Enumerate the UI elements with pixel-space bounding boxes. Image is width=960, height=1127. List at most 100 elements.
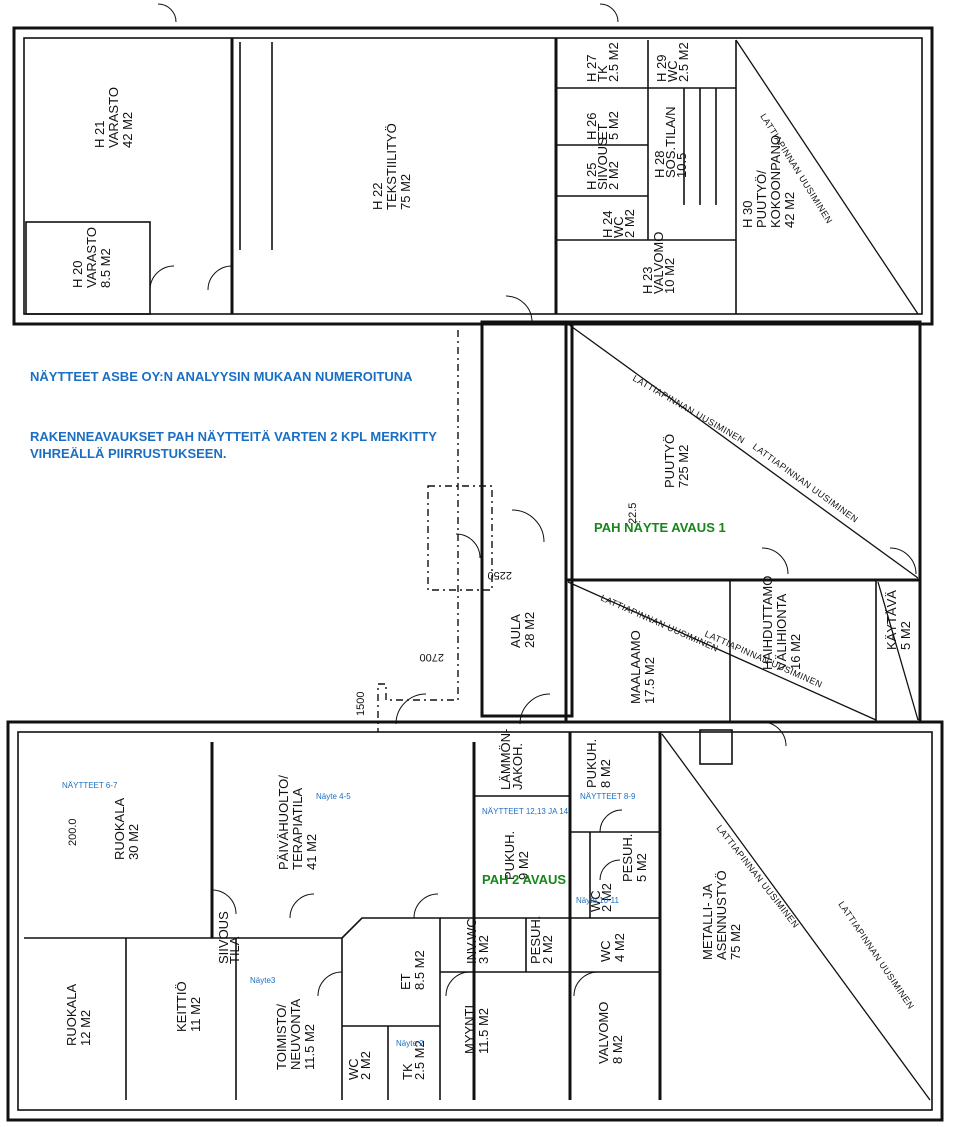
bottom-wing-inner — [17, 731, 933, 1111]
svg-text:75 M2: 75 M2 — [728, 924, 743, 960]
door-aula-mid — [511, 509, 545, 543]
room-wc2b: WC 2 M2 — [346, 1051, 373, 1080]
svg-text:10.5: 10.5 — [674, 153, 689, 178]
svg-text:INV.WC: INV.WC — [464, 918, 479, 964]
room-myynti: MYYNTI 11.5 M2 — [462, 1005, 491, 1054]
svg-text:WC: WC — [665, 60, 680, 82]
svg-text:4 M2: 4 M2 — [612, 933, 627, 962]
diag-label-puutyo: LATTIAPINNAN UUSIMINEN — [631, 373, 747, 446]
svg-text:VÄLIHIONTA: VÄLIHIONTA — [774, 593, 789, 670]
svg-text:RUOKALA: RUOKALA — [64, 984, 79, 1046]
room-aula: AULA 28 M2 — [508, 612, 537, 648]
svg-text:30 M2: 30 M2 — [126, 824, 141, 860]
svg-text:PUUTYÖ/: PUUTYÖ/ — [754, 170, 769, 228]
svg-text:8.5 M2: 8.5 M2 — [412, 950, 427, 990]
dim-2000: 200.0 — [67, 818, 79, 846]
svg-text:VALVOMO: VALVOMO — [651, 232, 666, 294]
svg-text:ET: ET — [398, 973, 413, 990]
dashed-window-box — [427, 485, 493, 591]
svg-text:2.5 M2: 2.5 M2 — [676, 42, 691, 82]
door-top-2 — [599, 3, 619, 23]
diag-h30 — [735, 39, 919, 315]
svg-text:2 M2: 2 M2 — [540, 935, 555, 964]
svg-text:2.5 M2: 2.5 M2 — [606, 42, 621, 82]
room-kaytava: KÄYTÄVÄ 5 M2 — [884, 590, 913, 650]
svg-text:PÄIVÄHUOLTO/: PÄIVÄHUOLTO/ — [276, 775, 291, 870]
svg-text:RUOKALA: RUOKALA — [112, 798, 127, 860]
svg-text:3 M2: 3 M2 — [476, 935, 491, 964]
room-siivous: SIIVOUS TILA — [216, 911, 242, 964]
aula-outline — [480, 320, 574, 718]
svg-text:5 M2: 5 M2 — [634, 853, 649, 882]
svg-text:75 M2: 75 M2 — [398, 174, 413, 210]
sample-6-7: NÄYTTEET 6-7 — [62, 781, 118, 790]
dim-25: 22.5 — [627, 503, 639, 524]
diag-metalli — [661, 733, 931, 1101]
svg-text:8 M2: 8 M2 — [610, 1035, 625, 1064]
svg-text:METALLI- JA: METALLI- JA — [700, 883, 715, 960]
svg-text:SIIVOUS: SIIVOUS — [595, 137, 610, 190]
svg-text:2 M2: 2 M2 — [599, 883, 614, 912]
svg-text:PUKUH.: PUKUH. — [502, 831, 517, 880]
room-h29: H 29 WC 2.5 M2 — [654, 42, 691, 82]
svg-text:TEKSTIILITYÖ: TEKSTIILITYÖ — [384, 123, 399, 210]
door-h21 — [207, 265, 233, 291]
svg-text:12 M2: 12 M2 — [78, 1010, 93, 1046]
room-pukuh9: PUKUH. 9 M2 — [502, 831, 531, 880]
svg-text:KEITTIÖ: KEITTIÖ — [174, 981, 189, 1032]
svg-text:H 30: H 30 — [740, 201, 755, 228]
svg-text:VARASTO: VARASTO — [106, 87, 121, 148]
svg-text:MYYNTI: MYYNTI — [462, 1005, 477, 1054]
door-puutyo-2 — [889, 547, 917, 575]
room-keittio: KEITTIÖ 11 M2 — [174, 981, 203, 1032]
room-h30: H 30 PUUTYÖ/ KOKOONPANO 42 M2 — [740, 135, 797, 228]
svg-text:WC: WC — [588, 890, 603, 912]
sample-8-9: NÄYTTEET 8-9 — [580, 792, 636, 801]
svg-text:WC: WC — [346, 1058, 361, 1080]
room-metalli: METALLI- JA ASENNUSTYÖ 75 M2 — [700, 870, 743, 960]
sample-10-11: Näyte 10-11 — [576, 896, 619, 905]
svg-text:HAIHDUTTAMO: HAIHDUTTAMO — [760, 576, 775, 670]
svg-text:41 M2: 41 M2 — [304, 834, 319, 870]
door-metalli — [761, 721, 787, 747]
dim-2700: 2700 — [420, 651, 444, 663]
svg-text:H 29: H 29 — [654, 55, 669, 82]
svg-text:5 M2: 5 M2 — [606, 111, 621, 140]
room-toimisto: TOIMISTO/ NEUVONTA 11.5 M2 — [274, 998, 317, 1070]
diag-label-maalaamo: LATTIAPINNAN UUSIMINEN — [599, 593, 720, 654]
room-valvomo8: VALVOMO 8 M2 — [596, 1002, 625, 1064]
h20-outline — [25, 221, 151, 315]
pah-opening-2: PAH 2 AVAUS — [482, 872, 567, 887]
dim-1500: 1500 — [355, 692, 367, 716]
svg-text:PESUH.: PESUH. — [620, 834, 635, 882]
room-wc4: WC 4 M2 — [598, 933, 627, 962]
room-et85: ET 8.5 M2 — [398, 950, 427, 990]
svg-text:VARASTO: VARASTO — [84, 227, 99, 288]
room-h23: H 23 VALVOMO 10 M2 — [640, 232, 677, 294]
svg-text:725 M2: 725 M2 — [676, 445, 691, 488]
room-h21: H 21 VARASTO 42 M2 — [92, 87, 135, 148]
room-wc2a: WC 2 M2 — [588, 883, 614, 912]
room-h20: H 20 VARASTO 8.5 M2 — [70, 227, 113, 288]
room-h27: H 27 TK 2.5 M2 — [584, 42, 621, 82]
door-myynti — [445, 971, 471, 997]
svg-text:PUUTYÖ: PUUTYÖ — [662, 434, 677, 488]
svg-text:H 23: H 23 — [640, 267, 655, 294]
room-haihdutus: HAIHDUTTAMO VÄLIHIONTA 16 M2 — [760, 576, 803, 670]
svg-text:TOIMISTO/: TOIMISTO/ — [274, 1004, 289, 1070]
svg-text:28 M2: 28 M2 — [522, 612, 537, 648]
svg-text:9 M2: 9 M2 — [516, 851, 531, 880]
svg-text:8.5 M2: 8.5 M2 — [98, 248, 113, 288]
room-invwc: INV.WC 3 M2 — [464, 918, 491, 964]
svg-text:H 25: H 25 — [584, 163, 599, 190]
pah-opening-1: PAH NÄYTE AVAUS 1 — [594, 520, 726, 535]
svg-text:17.5 M2: 17.5 M2 — [642, 657, 657, 704]
room-pesuh2: PESUH. 2 M2 — [528, 916, 555, 964]
svg-text:8 M2: 8 M2 — [598, 759, 613, 788]
room-puutyo: PUUTYÖ 725 M2 — [662, 434, 691, 488]
svg-text:11 M2: 11 M2 — [188, 997, 203, 1032]
door-paiva — [289, 893, 315, 919]
svg-text:TK: TK — [400, 1063, 415, 1080]
demolition-line — [377, 330, 459, 732]
